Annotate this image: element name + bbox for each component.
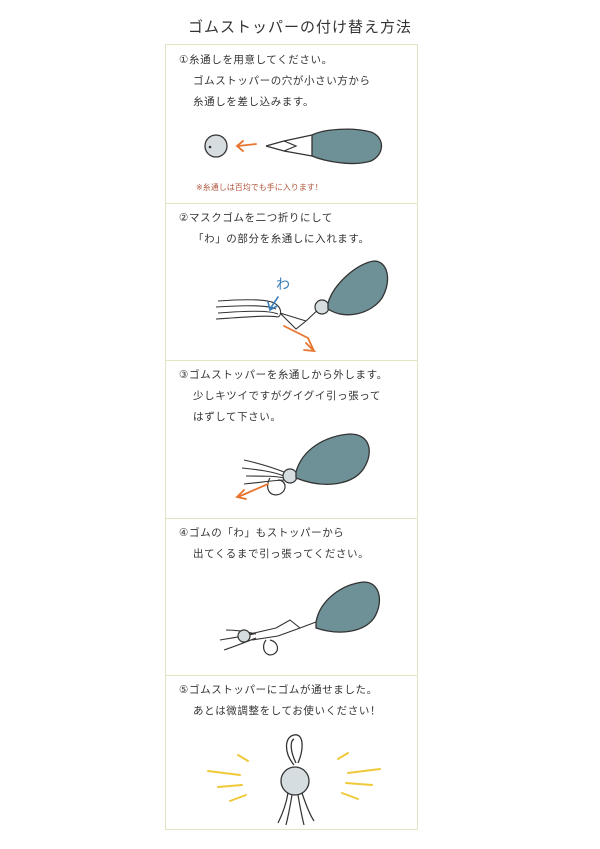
step-3-line-3: はずして下さい。: [193, 411, 282, 423]
step-3-line-1: ③ゴムストッパーを糸通しから外します。: [179, 369, 388, 381]
instruction-frame: ①糸通しを用意してください。 ゴムストッパーの穴が小さい方から 糸通しを差し込み…: [165, 44, 418, 830]
step-3-text: ③ゴムストッパーを糸通しから外します。 少しキツイですがグイグイ引っ張って はず…: [179, 365, 388, 428]
divider: [166, 203, 417, 204]
step-4-illustration: [219, 581, 381, 656]
step-4-text: ④ゴムの「わ」もストッパーから 出てくるまで引っ張ってください。: [179, 523, 369, 565]
step-4-line-2: 出てくるまで引っ張ってください。: [193, 548, 370, 560]
step-3-illustration: [235, 433, 370, 500]
step-3: ③ゴムストッパーを糸通しから外します。 少しキツイですがグイグイ引っ張って はず…: [166, 360, 417, 518]
divider: [166, 675, 417, 676]
step-5-line-2: あとは微調整をしてお使いください！: [193, 705, 382, 717]
step-1-note: ※糸通しは百均でも手に入ります！: [196, 183, 323, 192]
step-2: ②マスクゴムを二つ折りにして 「わ」の部分を糸通しに入れます。 わ: [166, 203, 417, 360]
step-2-text: ②マスクゴムを二つ折りにして 「わ」の部分を糸通しに入れます。: [179, 208, 370, 250]
step-1: ①糸通しを用意してください。 ゴムストッパーの穴が小さい方から 糸通しを差し込み…: [166, 45, 417, 203]
step-5-illustration: [207, 734, 381, 826]
step-2-line-1: ②マスクゴムを二つ折りにして: [179, 212, 333, 224]
page-title: ゴムストッパーの付け替え方法: [187, 18, 412, 36]
step-2-illustration: わ: [215, 260, 389, 353]
step-4: ④ゴムの「わ」もストッパーから 出てくるまで引っ張ってください。: [166, 518, 417, 675]
step-5-line-1: ⑤ゴムストッパーにゴムが通せました。: [179, 684, 378, 696]
divider: [166, 518, 417, 519]
step-2-line-2: 「わ」の部分を糸通しに入れます。: [193, 233, 370, 245]
step-1-line-2: ゴムストッパーの穴が小さい方から: [193, 75, 371, 87]
step-5-text: ⑤ゴムストッパーにゴムが通せました。 あとは微調整をしてお使いください！: [179, 680, 381, 722]
divider: [166, 360, 417, 361]
step-1-illustration: [204, 128, 383, 165]
step-1-text: ①糸通しを用意してください。 ゴムストッパーの穴が小さい方から 糸通しを差し込み…: [179, 50, 371, 113]
step-4-line-1: ④ゴムの「わ」もストッパーから: [179, 527, 345, 539]
loop-label: わ: [276, 277, 290, 293]
step-5: ⑤ゴムストッパーにゴムが通せました。 あとは微調整をしてお使いください！: [166, 675, 417, 831]
step-1-line-1: ①糸通しを用意してください。: [179, 54, 333, 66]
step-1-line-3: 糸通しを差し込みます。: [193, 96, 315, 108]
step-3-line-2: 少しキツイですがグイグイ引っ張って: [193, 390, 381, 402]
